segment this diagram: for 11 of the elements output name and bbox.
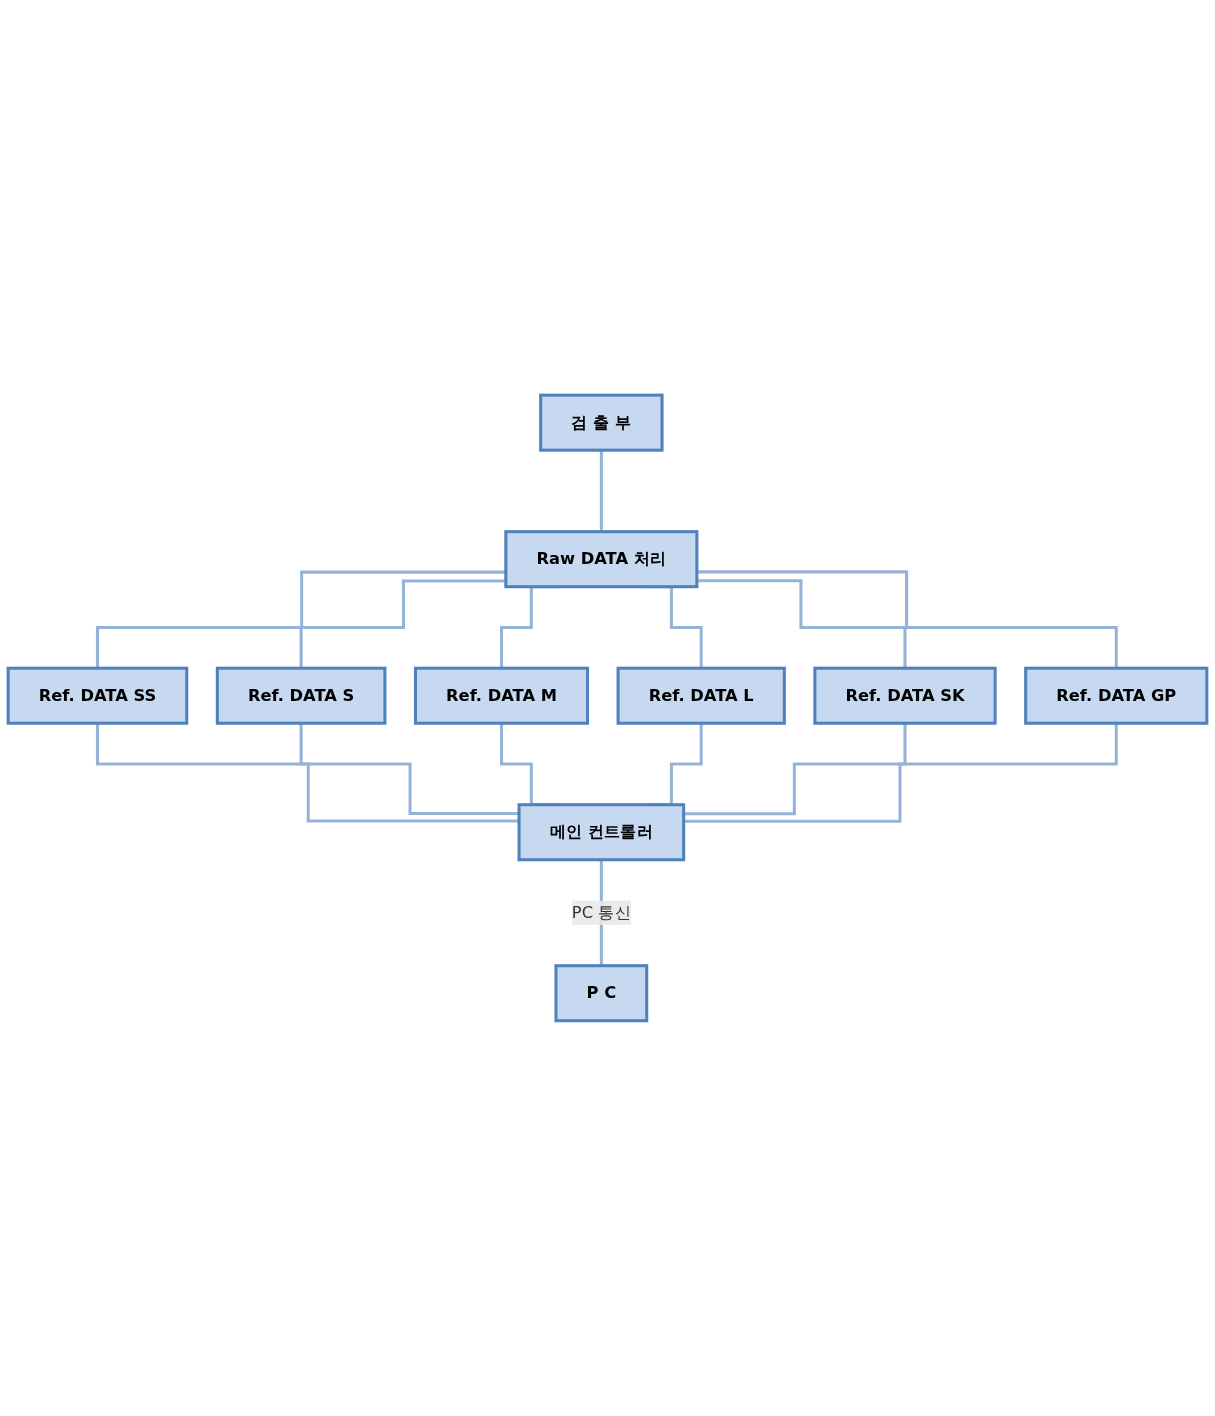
node-box: Raw DATA 처리 — [504, 530, 699, 589]
node-box: 검 출 부 — [539, 393, 664, 452]
node-box: 메인 컨트롤러 — [517, 803, 686, 862]
node-box: Ref. DATA L — [616, 666, 786, 725]
node-box: Ref. DATA SS — [6, 666, 189, 725]
node-box: P C — [554, 964, 649, 1023]
node-box: Ref. DATA SK — [813, 666, 997, 725]
edge-label: PC 통신 — [571, 902, 631, 922]
node-box: Ref. DATA S — [215, 666, 387, 725]
node-box: Ref. DATA M — [413, 666, 590, 725]
node-box: Ref. DATA GP — [1024, 666, 1209, 725]
